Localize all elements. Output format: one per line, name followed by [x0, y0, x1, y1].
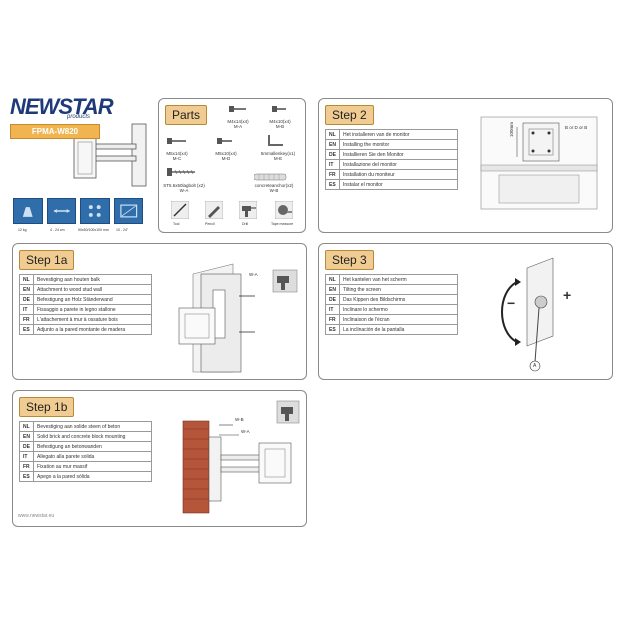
concrete-anchor-icon: [254, 173, 287, 181]
step1b-title: Step 1b: [19, 397, 75, 417]
allen-key-icon: [268, 135, 283, 146]
brand-block: NEWSTAR products FPMA-W820: [10, 94, 114, 139]
pencil-icon: [205, 201, 223, 219]
screw-m-c-icon: [167, 138, 186, 144]
parts-title: Parts: [165, 105, 208, 125]
spec-label-vesa: 50x50/100x100 mm: [78, 228, 109, 232]
parts-panel: Parts M4x14(x4) M-A M4x10(x4) M-B M5x14(…: [158, 98, 306, 233]
part-m-e-name: 5mmallenkey(x1): [260, 151, 296, 156]
step3-illustration: [501, 257, 554, 372]
step3-title: Step 3: [325, 250, 374, 270]
tool-label-tape: Tape measure: [271, 222, 294, 226]
tilt-plus-label: +: [563, 287, 572, 303]
spec-label-weight: 12 kg: [18, 228, 27, 232]
step1a-title: Step 1a: [19, 250, 75, 270]
stud-depth-icon: [46, 198, 76, 224]
tool-label-drill: Drill: [242, 222, 249, 226]
part-m-e-code: M-E: [273, 156, 283, 161]
step3-marker-label: A: [533, 363, 537, 369]
part-m-a-code: M-A: [233, 124, 243, 129]
footer-url: www.newstar.eu: [18, 513, 55, 519]
spec-icons: [13, 198, 143, 224]
tape-measure-icon: [275, 201, 293, 219]
step2-code-label: B or D or B: [565, 125, 588, 130]
drill-icon: [239, 201, 257, 219]
screen-size-icon: [113, 198, 143, 224]
step1b-illustration: [182, 400, 300, 514]
spec-label-size: 10 - 24": [116, 228, 129, 232]
part-m-c-code: M-C: [172, 156, 182, 161]
brand-logo: NEWSTAR: [10, 94, 114, 119]
part-m-b-name: M4x10(x4): [269, 119, 291, 124]
part-w-b-name: concreteanchor(x2): [254, 183, 294, 188]
weight-icon: [13, 198, 43, 224]
screw-m-d-icon: [217, 138, 232, 144]
vesa-icon: [80, 198, 110, 224]
tool-label-pencil: Pencil: [205, 222, 215, 226]
part-m-a-name: M4x14(x4): [227, 119, 249, 124]
part-m-c-name: M5x14(x4): [166, 151, 188, 156]
part-m-b-code: M-B: [275, 124, 285, 129]
screwdriver-icon: [171, 201, 189, 219]
spec-label-depth: 4 - 24 cm: [50, 228, 65, 232]
tool-label-tool: Tool: [173, 222, 180, 226]
part-m-d-code: M-D: [221, 156, 231, 161]
screw-m-a-icon: [229, 106, 246, 112]
step1a-illustration: [178, 263, 298, 373]
screw-m-b-icon: [272, 106, 286, 112]
part-w-a-code: W-A: [179, 188, 189, 193]
part-m-d-name: M5x10(x4): [215, 151, 237, 156]
step2-dim-label: 100mm: [509, 121, 514, 137]
step1b-anchor-label: W-B: [235, 417, 244, 422]
lag-bolt-icon: [167, 168, 195, 176]
step2-illustration: [480, 116, 598, 210]
model-badge: FPMA-W820: [10, 124, 100, 139]
step2-title: Step 2: [325, 105, 374, 125]
brand-sub: products: [66, 114, 90, 120]
tilt-minus-label: −: [507, 295, 516, 311]
step1a-bolt-label: W-A: [249, 272, 258, 277]
step1b-bolt-label: W-A: [241, 429, 250, 434]
part-w-a-name: ST5.5x50lagbolt (x2): [163, 183, 205, 188]
part-w-b-code: W-B: [269, 188, 279, 193]
product-arm-illustration: [73, 123, 147, 187]
